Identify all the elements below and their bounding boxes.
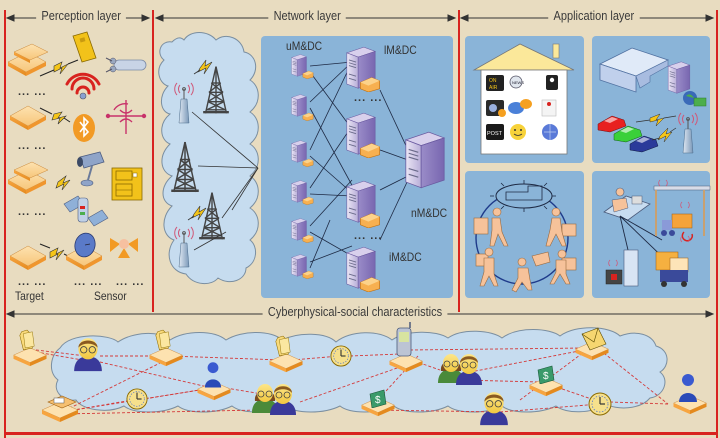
user-node (673, 374, 707, 415)
clock-icon (126, 388, 148, 410)
radar-dish-icon (65, 232, 103, 270)
target-ellipsis: ... ... (18, 86, 47, 98)
perception-network-divider (152, 10, 154, 312)
perception-left-border (4, 10, 6, 438)
mail-node (575, 327, 609, 361)
vehicle-network-icon (597, 47, 707, 154)
im-dc-ellipsis: ... ... (354, 230, 383, 242)
svg-text:POST: POST (487, 131, 503, 137)
wifi-icon (65, 72, 101, 100)
lm-dc-ellipsis: ... ... (354, 92, 383, 104)
lm-dc-label: lM&DC (384, 43, 417, 57)
satellite-icon (63, 195, 109, 227)
cps-title: Cyberphysical-social characteristics (262, 305, 448, 319)
data-center-panel (261, 36, 453, 298)
pda-icon (111, 167, 143, 201)
svg-text:ON: ON (489, 78, 497, 84)
cable-sensor-icon (105, 57, 147, 73)
target-tile (7, 161, 49, 194)
gyroscope-icon (105, 100, 147, 134)
warehouse-rfid-icon (603, 179, 711, 287)
bluetooth-icon (73, 114, 95, 142)
sensor-label: Sensor (94, 289, 127, 303)
clock-icon (588, 392, 612, 416)
perception-layer-title: Perception layer (36, 9, 127, 23)
rfid-card-icon (72, 31, 97, 63)
folder-node (13, 329, 47, 367)
phone-node (389, 322, 423, 373)
logistics-panel (465, 171, 584, 298)
lightning-icon (191, 59, 213, 221)
smart-home-icon: ON AIR NEWS POST (472, 43, 575, 155)
target-ellipsis: ... ... (18, 140, 47, 152)
target-ellipsis: ... ... (18, 206, 47, 218)
camera-icon (77, 151, 105, 187)
sensor-ellipsis: ... ... (116, 276, 145, 288)
target-label: Target (15, 289, 44, 303)
clock-icon (330, 345, 352, 367)
target-tile (9, 245, 47, 270)
im-dc-label: iM&DC (389, 250, 422, 264)
svg-text:AIR: AIR (489, 85, 498, 91)
sensor-ellipsis: ... ... (74, 276, 103, 288)
bottom-border (4, 432, 718, 435)
nm-dc-label: nM&DC (411, 206, 448, 220)
target-tile (7, 43, 49, 76)
um-dc-label: uM&DC (286, 39, 323, 53)
lightning-icon (49, 61, 71, 261)
application-right-border (716, 10, 718, 438)
target-tile (9, 105, 47, 130)
svg-text:NEWS: NEWS (512, 80, 524, 85)
target-ellipsis: ... ... (18, 276, 47, 288)
phone-fax-node (41, 395, 79, 423)
network-application-divider (458, 10, 460, 312)
logistics-cycle-icon (473, 180, 577, 293)
application-layer-title: Application layer (548, 9, 640, 23)
network-layer-title: Network layer (268, 9, 347, 23)
antenna-icon (110, 238, 138, 258)
